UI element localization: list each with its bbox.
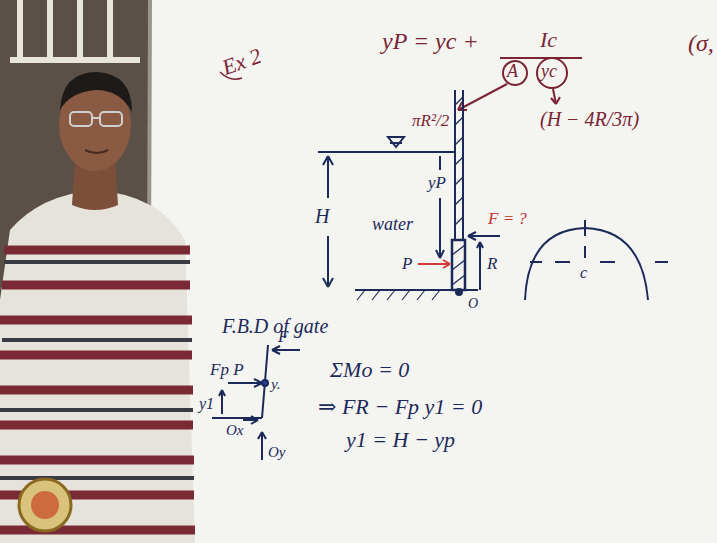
tank-figure: [318, 90, 500, 300]
formula-term: A: [507, 62, 518, 82]
reaction-label: Ox: [226, 422, 244, 439]
equation: y1 = H − yp: [346, 428, 455, 452]
reaction-label: Oy: [268, 444, 286, 461]
formula-term: πR²/2: [412, 112, 449, 131]
section-heading: F.B.D of gate: [222, 315, 328, 337]
equation: ⇒ FR − Fp y1 = 0: [318, 395, 482, 419]
dimension-label: R: [487, 255, 497, 274]
semicircle-sketch: [525, 220, 668, 300]
dimension-label: y.: [271, 376, 281, 393]
formula-term: (H − 4R/3π): [540, 108, 639, 130]
cut-off-note: (σ,: [688, 30, 714, 56]
window-bars: [10, 0, 140, 60]
point-label: P: [402, 255, 412, 274]
lecturer: [0, 72, 195, 543]
fluid-label: water: [372, 215, 413, 235]
formula-term: Ic: [540, 28, 557, 52]
dimension-label: y1: [199, 395, 214, 413]
formula: yP = yc +: [382, 28, 479, 54]
formula-term: yc: [541, 62, 557, 82]
dimension-label: yP: [428, 174, 446, 193]
hinge-label: O: [468, 296, 478, 311]
force-label: F: [278, 328, 288, 347]
dimension-label: H: [315, 205, 329, 227]
force-label: Fp P: [210, 361, 244, 380]
equation: ΣMo = 0: [330, 358, 409, 382]
formula-marks: [220, 58, 582, 110]
centroid-label: c: [580, 264, 587, 282]
force-label: F = ?: [488, 210, 527, 229]
channel-logo: [19, 479, 71, 531]
